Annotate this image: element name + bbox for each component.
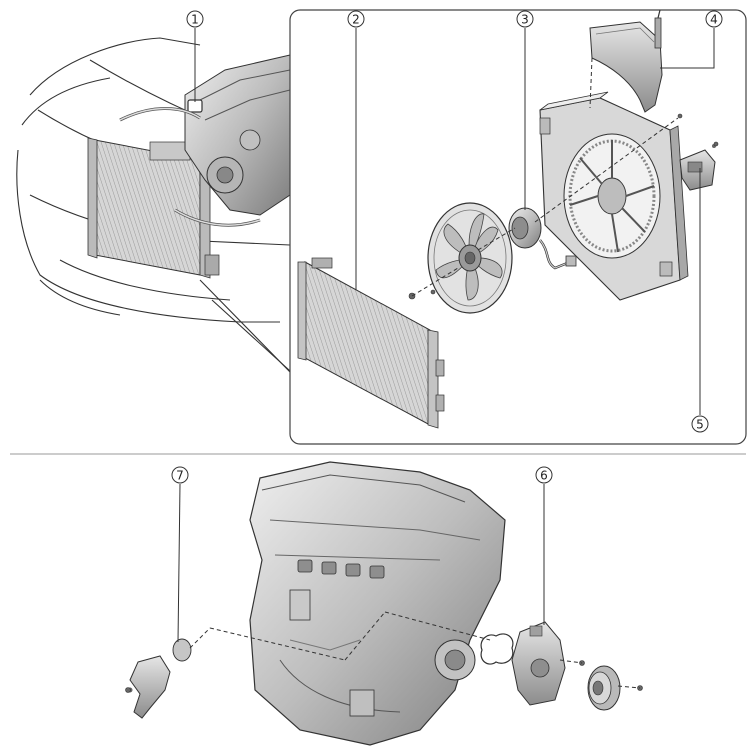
cooling-fan-icon [427,202,513,314]
fan-motor-icon [508,207,577,270]
assembly-lines [411,57,679,297]
callout-3: 3 [516,10,534,28]
callout-3-label: 3 [521,13,529,27]
callout-6-label: 6 [540,469,548,483]
callout-2-label: 2 [352,13,360,27]
thermostat-housing-icon [127,638,192,719]
gasket-icon [480,633,514,665]
coolant-reservoir-icon [589,9,663,113]
callout-7-label: 7 [176,469,184,483]
callout-6: 6 [535,466,553,484]
callout-2: 2 [347,10,365,28]
callout-7: 7 [171,466,189,484]
pulley-icon [587,665,621,711]
callout-1-label: 1 [191,13,199,27]
callout-1: 1 [186,10,204,28]
radiator-icon [297,257,445,429]
engine-in-vehicle-icon [119,54,291,227]
bottom-assembly-lines [189,611,641,689]
callout-5-label: 5 [696,418,704,432]
leader-lines [177,28,715,643]
water-pump-icon [511,621,566,706]
callout-5: 5 [691,415,709,433]
radiator-in-vehicle-icon [87,137,220,279]
fan-shroud-icon [539,91,689,301]
fan-controller-icon [679,144,716,191]
callout-4-label: 4 [710,13,718,27]
callout-4: 4 [705,10,723,28]
engine-block-icon [249,461,506,746]
